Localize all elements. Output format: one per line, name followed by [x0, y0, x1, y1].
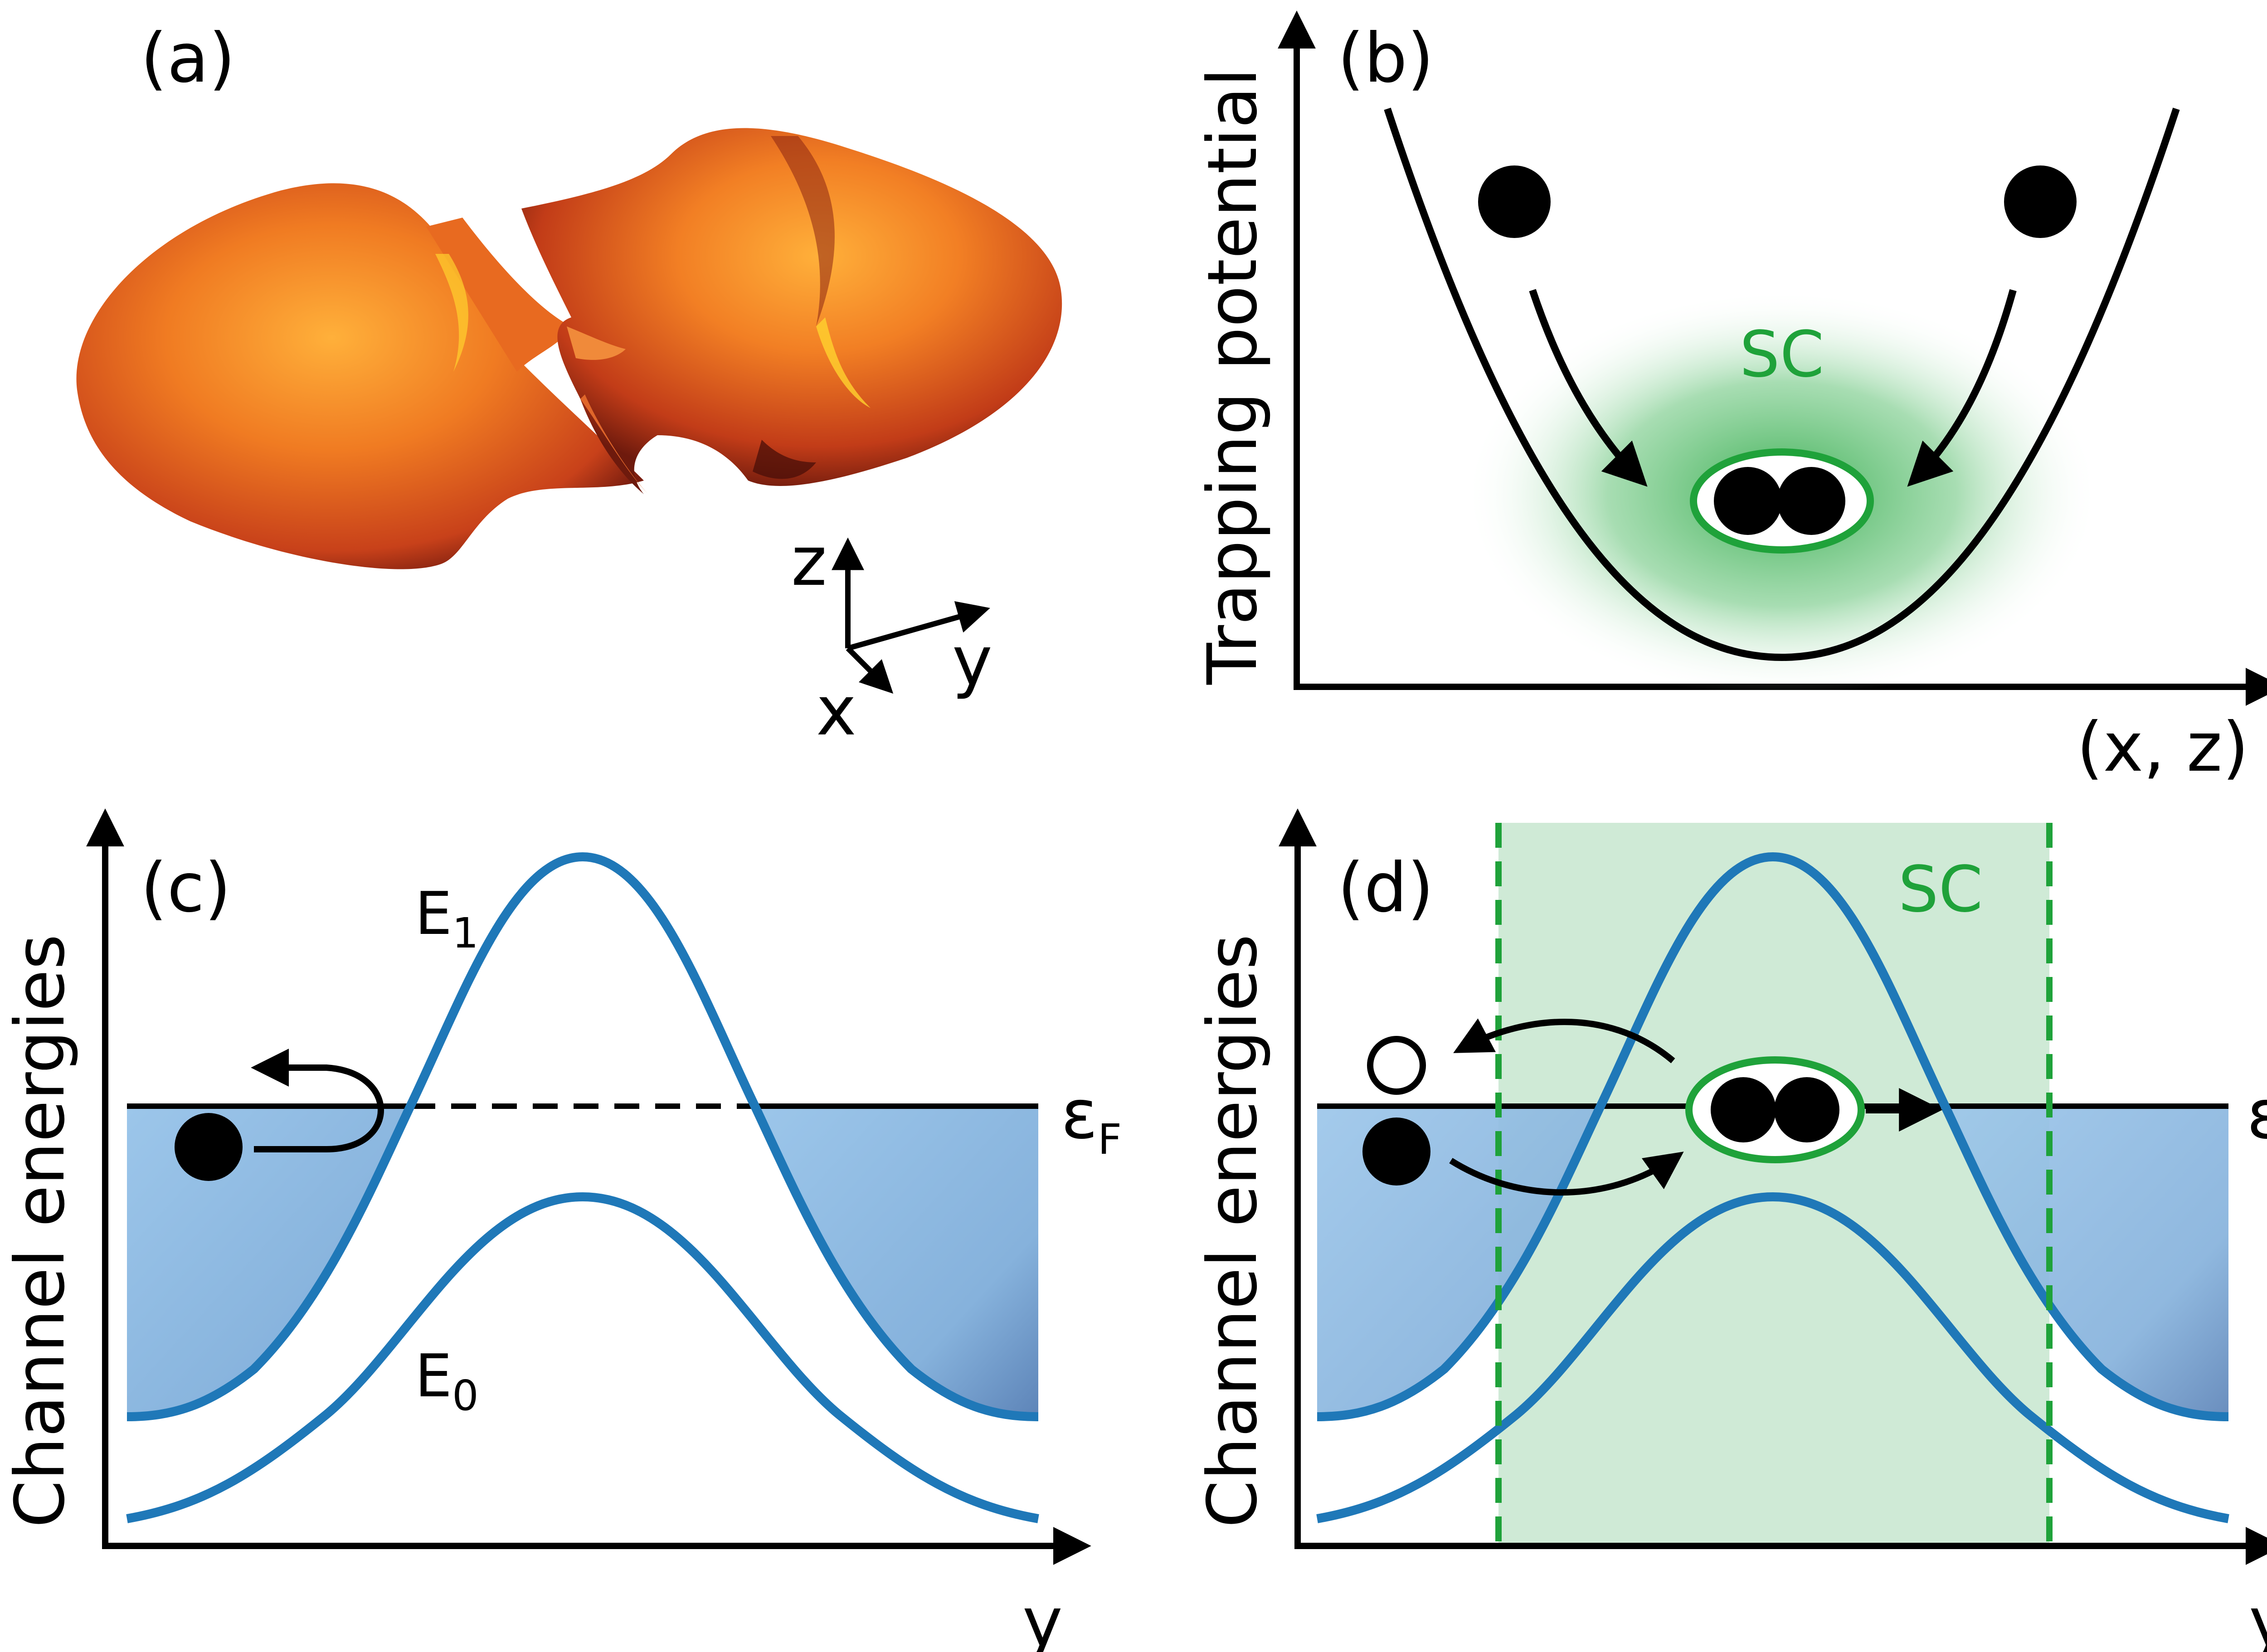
panel-d-x-axis-title: y — [2249, 1583, 2267, 1652]
panel-b-x-axis-title: (x, z) — [2077, 708, 2249, 787]
surface-left-fin — [426, 218, 571, 372]
panel-a-axis-z: z — [791, 522, 827, 601]
pair-electron-2 — [1777, 467, 1845, 535]
electron-right — [2004, 165, 2077, 238]
panel-d-label: (d) — [1338, 849, 1434, 928]
panel-d-incoming-arrow — [1449, 1152, 1684, 1196]
panel-b-sc-label: SC — [1740, 318, 1824, 392]
pair-electron-1 — [1714, 467, 1782, 535]
panel-a: (a) z y x — [76, 19, 1062, 751]
panel-d-band-lower — [1316, 1192, 2229, 1523]
panel-c-y-axis-title: Channel energies — [1, 934, 80, 1528]
panel-c-x-axis-title: y — [1022, 1583, 1063, 1652]
panel-a-label: (a) — [141, 19, 235, 98]
panel-b: (b) Trapping potential (x, z) SC — [1193, 10, 2267, 787]
panel-b-y-axis-title: Trapping potential — [1193, 68, 1272, 685]
panel-c-band-E0 — [126, 1192, 1039, 1523]
panel-d: (d) Channel energies y SC εF — [1193, 808, 2267, 1652]
panel-d-electron — [1362, 1118, 1430, 1186]
panel-d-band-upper — [1317, 852, 2229, 1421]
panel-d-sc-label: SC — [1898, 853, 1983, 927]
surface-bridge — [567, 326, 626, 360]
panel-c-label: (c) — [141, 849, 231, 928]
panel-c-fermi-sea-left — [127, 1106, 410, 1417]
surface-right-fin — [580, 394, 648, 494]
panel-c: (c) Channel energies y E1 E0 εF — [1, 808, 1122, 1652]
arrow-right-to-pair — [1907, 289, 2017, 487]
panel-d-hole — [1367, 1036, 1426, 1095]
panel-d-sc-region — [1498, 823, 2049, 1546]
trapping-parabola — [1384, 107, 2180, 661]
panel-c-fermi-label: εF — [1061, 1075, 1122, 1164]
panel-d-fermi-sea-right — [1945, 1106, 2228, 1417]
panel-c-E1-label: E1 — [415, 879, 479, 957]
panel-c-electron — [175, 1113, 243, 1181]
panel-c-band-E1 — [126, 852, 1039, 1421]
panel-c-reflection-arrow — [251, 1049, 384, 1152]
panel-a-axis-x: x — [816, 672, 856, 751]
panel-d-pair-electron-2 — [1774, 1077, 1839, 1142]
panel-a-axes — [832, 537, 990, 694]
surface-left-lobe — [76, 183, 644, 569]
panel-b-label: (b) — [1338, 19, 1434, 98]
panel-c-E0-label: E0 — [415, 1341, 479, 1420]
arrow-left-to-pair — [1529, 289, 1648, 487]
panel-d-y-axis-title: Channel energies — [1193, 934, 1272, 1528]
panel-d-pair-electron-1 — [1711, 1077, 1776, 1142]
panel-d-reflected-arrow — [1453, 1018, 1675, 1064]
electron-left — [1478, 165, 1551, 238]
panel-a-axis-y: y — [952, 622, 992, 701]
panel-d-fermi-label: εF — [2247, 1075, 2267, 1164]
surface-right-lobe — [521, 128, 1062, 494]
panel-c-fermi-sea-right — [755, 1106, 1038, 1417]
